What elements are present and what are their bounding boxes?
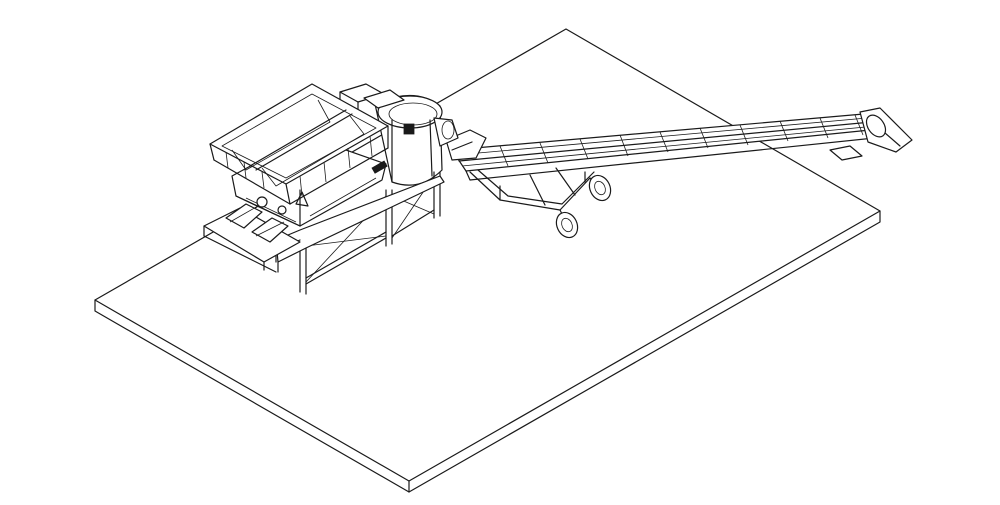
base-slab: [94, 28, 881, 493]
conveyor-support-wheels: [469, 167, 612, 239]
wheel-front: [555, 211, 579, 239]
wheel-rear: [588, 174, 612, 202]
mixing-drum: [339, 83, 459, 186]
feed-hopper: [203, 83, 389, 273]
inclined-belt-conveyor: [445, 107, 913, 181]
